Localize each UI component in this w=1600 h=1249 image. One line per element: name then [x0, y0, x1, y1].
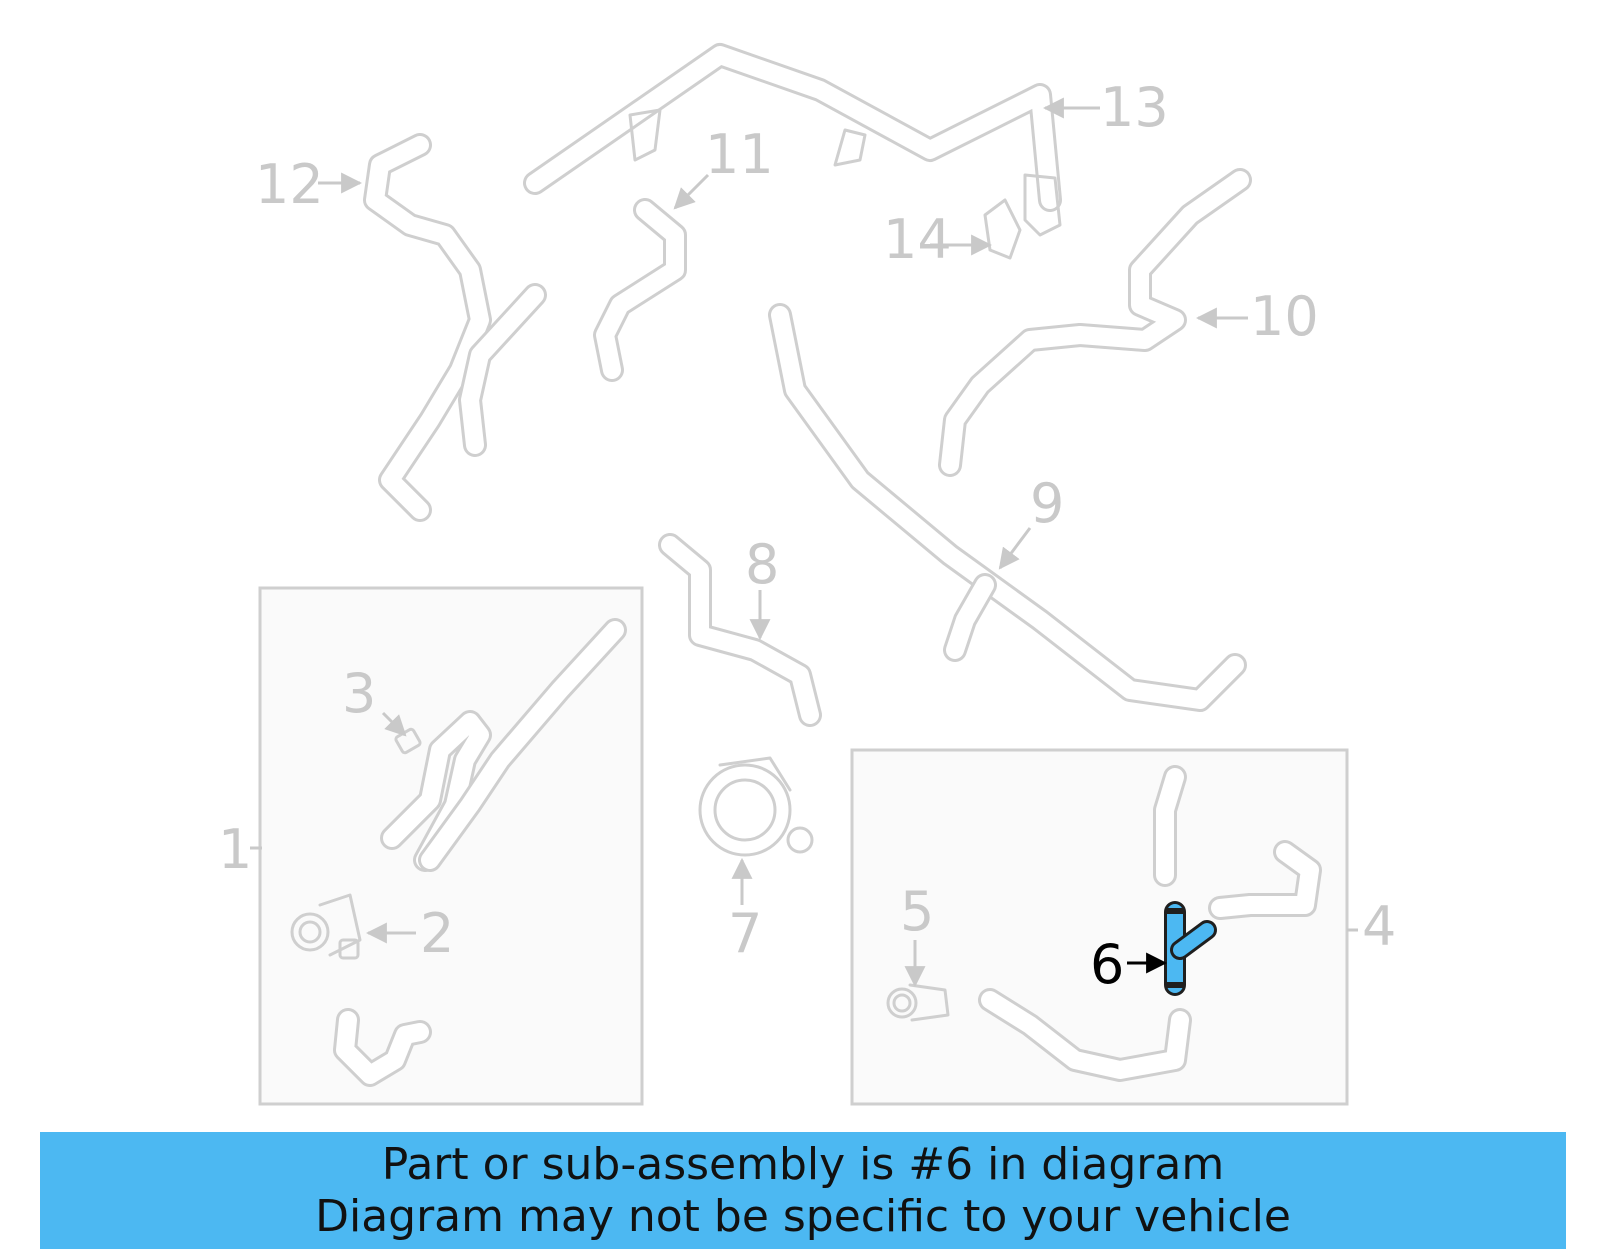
callout-12: 12 — [255, 153, 324, 216]
part-13-pipe — [523, 43, 1062, 212]
subassembly-box-4 — [850, 748, 1349, 1106]
part-8-hose — [658, 533, 822, 727]
part-5-fitting — [886, 983, 950, 1022]
callout-10: 10 — [1250, 285, 1319, 348]
callout-1: 1 — [218, 818, 252, 881]
part-2-fitting — [290, 893, 362, 960]
callout-2: 2 — [420, 902, 454, 965]
part-1-pipes — [380, 618, 627, 872]
part-11-hose — [593, 198, 687, 382]
callout-7: 7 — [728, 902, 762, 965]
callout-6: 6 — [1090, 933, 1124, 996]
callout-3: 3 — [342, 662, 376, 725]
callout-11: 11 — [705, 123, 774, 186]
part-12-hose — [363, 133, 547, 522]
info-banner: Part or sub-assembly is #6 in diagram Di… — [40, 1132, 1566, 1249]
callout-9: 9 — [1030, 472, 1064, 535]
part-6-connector[interactable] — [1164, 901, 1217, 996]
callout-14: 14 — [883, 208, 952, 271]
banner-line-1: Part or sub-assembly is #6 in diagram — [381, 1138, 1225, 1190]
part-4-hoses — [978, 765, 1322, 1082]
callout-13: 13 — [1100, 76, 1169, 139]
callout-5: 5 — [900, 880, 934, 943]
part-7-pump — [698, 756, 814, 857]
part-10-hose — [938, 168, 1252, 477]
callout-8: 8 — [745, 533, 779, 596]
part-1-bottom-hose — [333, 1008, 432, 1087]
banner-line-2: Diagram may not be specific to your vehi… — [315, 1190, 1291, 1242]
callout-arrows — [250, 97, 1358, 988]
callout-4: 4 — [1362, 895, 1396, 958]
part-9-pipe — [768, 303, 1247, 712]
